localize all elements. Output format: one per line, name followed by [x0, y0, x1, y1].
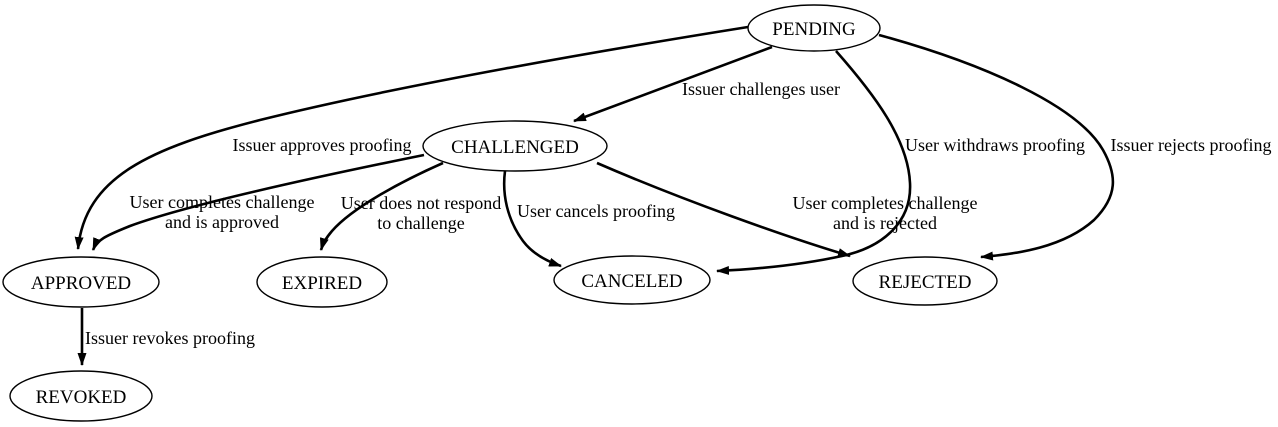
edge-pending-approved [74, 25, 749, 250]
edge-pending-rejected [878, 33, 1115, 261]
state-node-revoked: REVOKED [9, 370, 153, 422]
challenged-label: CHALLENGED [451, 137, 579, 158]
edge-pending-challenged [573, 45, 773, 123]
edge-label-challenged-expired-line1: User does not respond [341, 193, 501, 213]
nodes: PENDING CHALLENGED APPROVED EXPIRED CANC… [2, 4, 998, 422]
edge-label-challenged-rejected-line2: and is rejected [833, 213, 937, 233]
revoked-ellipse [9, 370, 153, 422]
expired-label: EXPIRED [282, 273, 362, 294]
canceled-label: CANCELED [581, 271, 682, 292]
edge-pending-canceled [716, 50, 912, 275]
edge-label-challenged-expired-line2: to challenge [377, 213, 464, 233]
edge-label-challenged-approved-line1: User completes challenge [130, 192, 315, 212]
state-node-rejected: REJECTED [852, 256, 998, 306]
edge-label-pending-canceled: User withdraws proofing [905, 135, 1085, 155]
approved-label: APPROVED [31, 273, 131, 294]
edge-label-challenged-rejected-line1: User completes challenge [793, 193, 978, 213]
edge-challenged-rejected [596, 161, 851, 258]
edge-label-pending-rejected: Issuer rejects proofing [1111, 135, 1272, 155]
state-node-canceled: CANCELED [553, 255, 711, 305]
edges [74, 25, 1115, 366]
edge-challenged-expired [319, 161, 444, 251]
edge-label-pending-challenged: Issuer challenges user [682, 79, 840, 99]
canceled-ellipse [553, 255, 711, 305]
revoked-label: REVOKED [36, 387, 127, 408]
state-node-approved: APPROVED [2, 256, 160, 308]
pending-ellipse [747, 4, 881, 52]
rejected-label: REJECTED [879, 272, 972, 293]
edge-challenged-canceled [502, 170, 562, 268]
state-node-expired: EXPIRED [256, 256, 388, 308]
state-node-pending: PENDING [747, 4, 881, 52]
challenged-ellipse [422, 120, 608, 172]
approved-ellipse [2, 256, 160, 308]
edge-label-pending-approved: Issuer approves proofing [233, 135, 412, 155]
edge-label-challenged-canceled: User cancels proofing [517, 201, 675, 221]
expired-ellipse [256, 256, 388, 308]
rejected-ellipse [852, 256, 998, 306]
edge-label-challenged-approved-line2: and is approved [165, 212, 279, 232]
state-node-challenged: CHALLENGED [422, 120, 608, 172]
edge-challenged-approved [91, 153, 425, 251]
edge-labels: Issuer challenges user Issuer approves p… [85, 79, 1271, 348]
edge-label-approved-revoked: Issuer revokes proofing [85, 328, 255, 348]
pending-label: PENDING [772, 19, 856, 40]
